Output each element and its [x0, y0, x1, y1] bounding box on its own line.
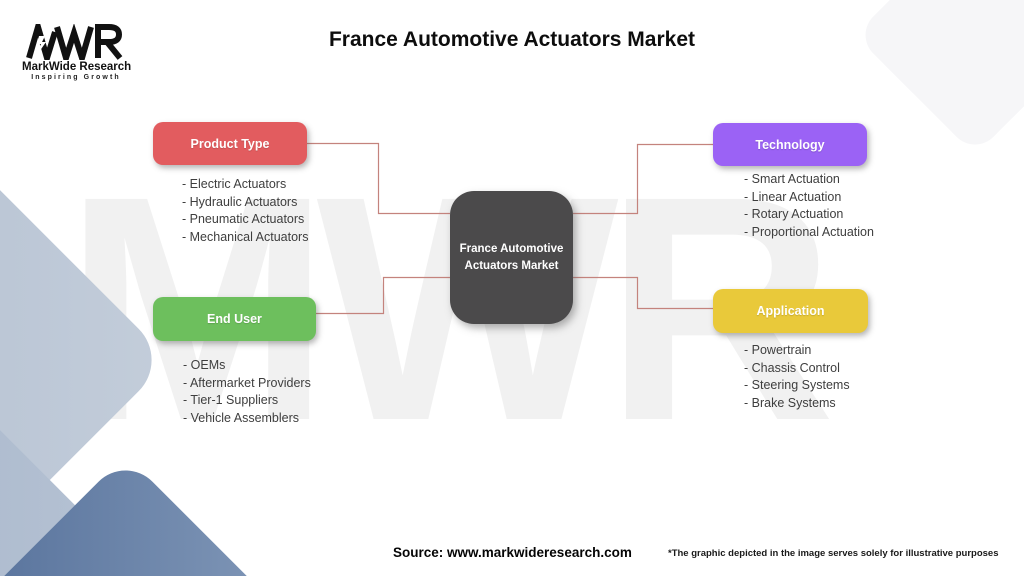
- application-label: Application: [756, 304, 825, 318]
- list-item: - Brake Systems: [744, 395, 836, 410]
- connector-application: [573, 276, 713, 310]
- list-item: - Tier-1 Suppliers: [183, 393, 279, 408]
- technology-list: - Smart Actuation - Linear Actuation - R…: [744, 171, 874, 241]
- logo-name: MarkWide Research: [22, 61, 132, 73]
- disclaimer-text: *The graphic depicted in the image serve…: [668, 548, 999, 559]
- product-type-label: Product Type: [190, 136, 270, 151]
- list-item: - Hydraulic Actuators: [182, 194, 298, 209]
- technology-label: Technology: [755, 137, 825, 152]
- list-item: - Proportional Actuation: [744, 224, 874, 239]
- mwr-monogram-icon: [26, 24, 123, 60]
- connector-technology: [573, 143, 713, 215]
- end-user-box: End User: [153, 297, 316, 341]
- list-item: - Powertrain: [744, 343, 812, 357]
- technology-box: Technology: [713, 123, 867, 166]
- page-title: France Automotive Actuators Market: [328, 28, 696, 51]
- list-item: - Electric Actuators: [182, 177, 287, 191]
- list-item: - Mechanical Actuators: [182, 229, 309, 244]
- list-item: - Linear Actuation: [744, 189, 842, 204]
- list-item: - Rotary Actuation: [744, 207, 844, 222]
- list-item: - Steering Systems: [744, 378, 850, 393]
- connector-product-type: [307, 142, 450, 215]
- end-user-label: End User: [207, 312, 262, 326]
- central-node: France Automotive Actuators Market: [450, 191, 573, 324]
- markwide-research-logo: MarkWide Research Inspiring Growth: [22, 24, 132, 81]
- list-item: - Pneumatic Actuators: [182, 212, 305, 227]
- central-node-label: France Automotive Actuators Market: [459, 243, 564, 272]
- list-item: - Aftermarket Providers: [183, 375, 311, 390]
- application-box: Application: [713, 289, 868, 333]
- application-list: - Powertrain - Chassis Control - Steerin…: [744, 342, 850, 412]
- list-item: - Vehicle Assemblers: [183, 410, 300, 425]
- product-type-box: Product Type: [153, 122, 307, 165]
- list-item: - Chassis Control: [744, 360, 840, 375]
- list-item: - OEMs: [183, 358, 226, 372]
- source-text: Source: www.markwideresearch.com: [393, 545, 632, 560]
- list-item: - Smart Actuation: [744, 172, 840, 186]
- connector-end-user: [316, 276, 450, 315]
- logo-tagline: Inspiring Growth: [31, 74, 121, 81]
- end-user-list: - OEMs - Aftermarket Providers - Tier-1 …: [183, 357, 311, 427]
- product-type-list: - Electric Actuators - Hydraulic Actuato…: [182, 176, 308, 246]
